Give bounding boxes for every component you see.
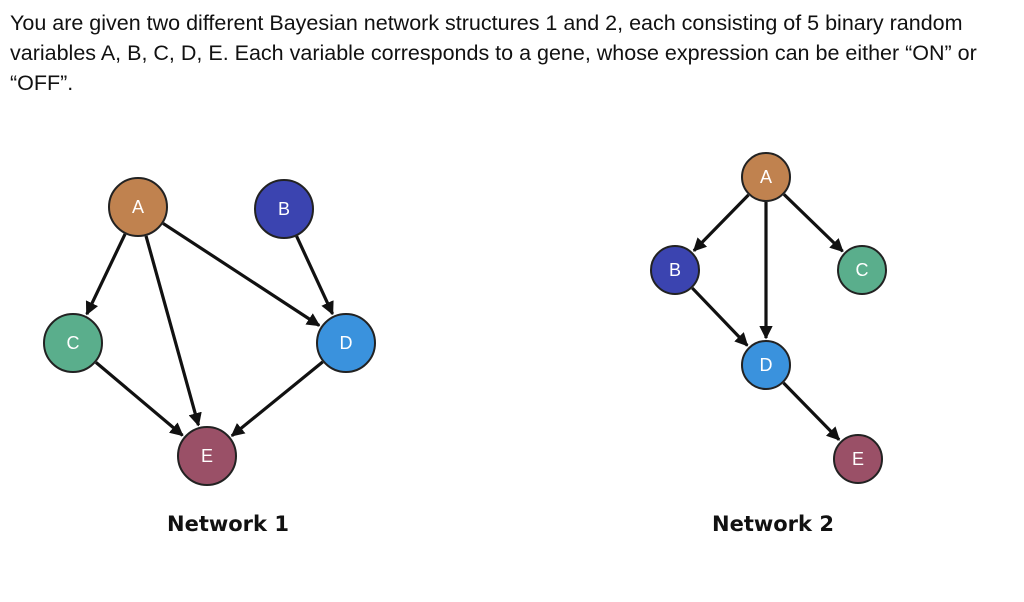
node-circle <box>316 313 376 373</box>
node-label: E <box>201 446 213 466</box>
network-1-edge-d-to-e <box>230 360 324 438</box>
node-circle <box>833 434 883 484</box>
node-label: B <box>669 260 681 280</box>
node-circle <box>741 340 791 390</box>
node-label: C <box>856 260 869 280</box>
node-label: A <box>132 197 144 217</box>
network-2-edge-a-to-b <box>692 193 750 252</box>
network-1-label: Network 1 <box>167 512 289 536</box>
network-2-node-e: E <box>833 434 883 484</box>
network-1-edge-a-to-c <box>85 233 127 316</box>
network-2-edge-b-to-d <box>691 286 749 347</box>
network-2-node-a: A <box>741 152 791 202</box>
node-label: D <box>340 333 353 353</box>
network-2-node-b: B <box>650 245 700 295</box>
node-label: B <box>278 199 290 219</box>
node-circle <box>741 152 791 202</box>
node-circle <box>177 426 237 486</box>
network-1-node-c: C <box>43 313 103 373</box>
node-label: D <box>760 355 773 375</box>
network-1-node-a: A <box>108 177 168 237</box>
network-2-label: Network 2 <box>712 512 834 536</box>
node-circle <box>43 313 103 373</box>
network-1-node-d: D <box>316 313 376 373</box>
network-1-graph: A B C D E <box>43 177 376 486</box>
question-text: You are given two different Bayesian net… <box>10 11 977 95</box>
network-2-edge-a-to-c <box>782 193 844 253</box>
network-2-node-d: D <box>741 340 791 390</box>
node-circle <box>650 245 700 295</box>
node-circle <box>254 179 314 239</box>
network-2-graph: A B C D E <box>650 152 887 484</box>
network-1-node-b: B <box>254 179 314 239</box>
node-circle <box>108 177 168 237</box>
node-label: C <box>67 333 80 353</box>
network-1-edge-b-to-d <box>295 235 335 316</box>
network-1-edge-a-to-e <box>144 235 202 427</box>
network-2-node-c: C <box>837 245 887 295</box>
network-1-edge-a-to-d <box>162 222 321 327</box>
node-circle <box>837 245 887 295</box>
network-1-edge-c-to-e <box>94 361 184 437</box>
node-label: E <box>852 449 864 469</box>
network-2-edge-d-to-e <box>782 381 841 441</box>
node-label: A <box>760 167 772 187</box>
network-1-node-e: E <box>177 426 237 486</box>
